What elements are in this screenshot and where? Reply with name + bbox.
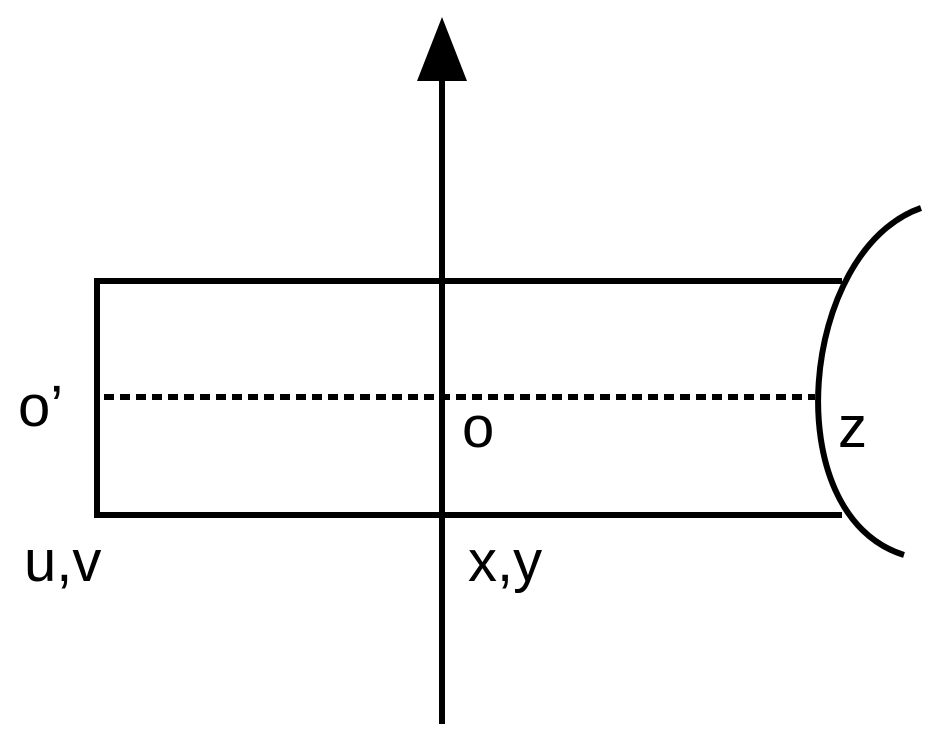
label-o: o	[462, 395, 494, 460]
label-u-v: u,v	[24, 529, 101, 594]
lens-curve	[815, 205, 922, 558]
label-o-prime: o’	[18, 374, 63, 439]
arrow-head-icon	[417, 17, 467, 81]
rectangle	[94, 278, 842, 518]
label-z: z	[838, 395, 867, 460]
label-x-y: x,y	[468, 529, 542, 594]
